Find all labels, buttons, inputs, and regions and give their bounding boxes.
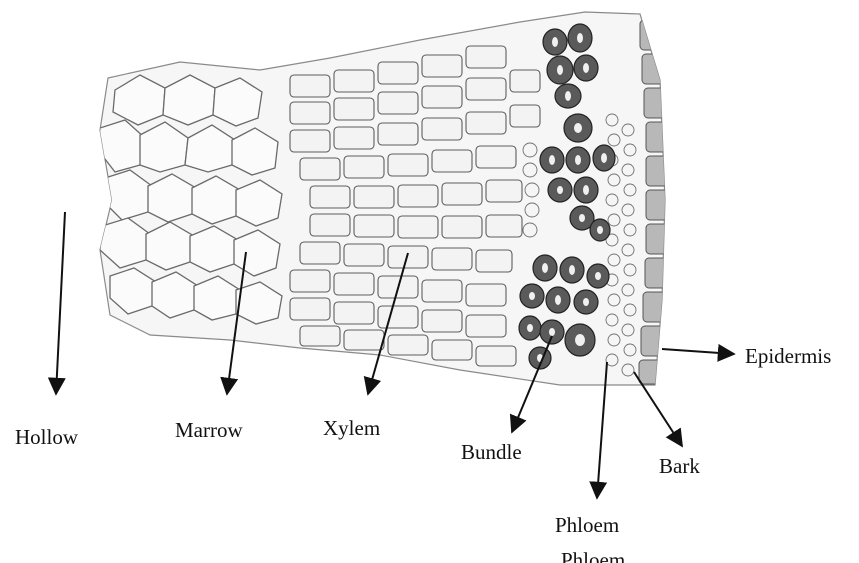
label-bundle: Bundle [461,442,522,463]
epidermis-arrow [662,349,734,354]
label-marrow: Marrow [175,420,243,441]
label-phloem-repeat: Phloem [561,550,625,563]
bark-arrow [634,372,682,446]
label-epidermis: Epidermis [745,346,831,367]
pith-cells [98,75,282,324]
label-xylem: Xylem [323,418,380,439]
label-phloem: Phloem [555,515,619,536]
label-hollow: Hollow [15,427,78,448]
hollow-arrow [56,212,65,394]
label-bark: Bark [659,456,700,477]
